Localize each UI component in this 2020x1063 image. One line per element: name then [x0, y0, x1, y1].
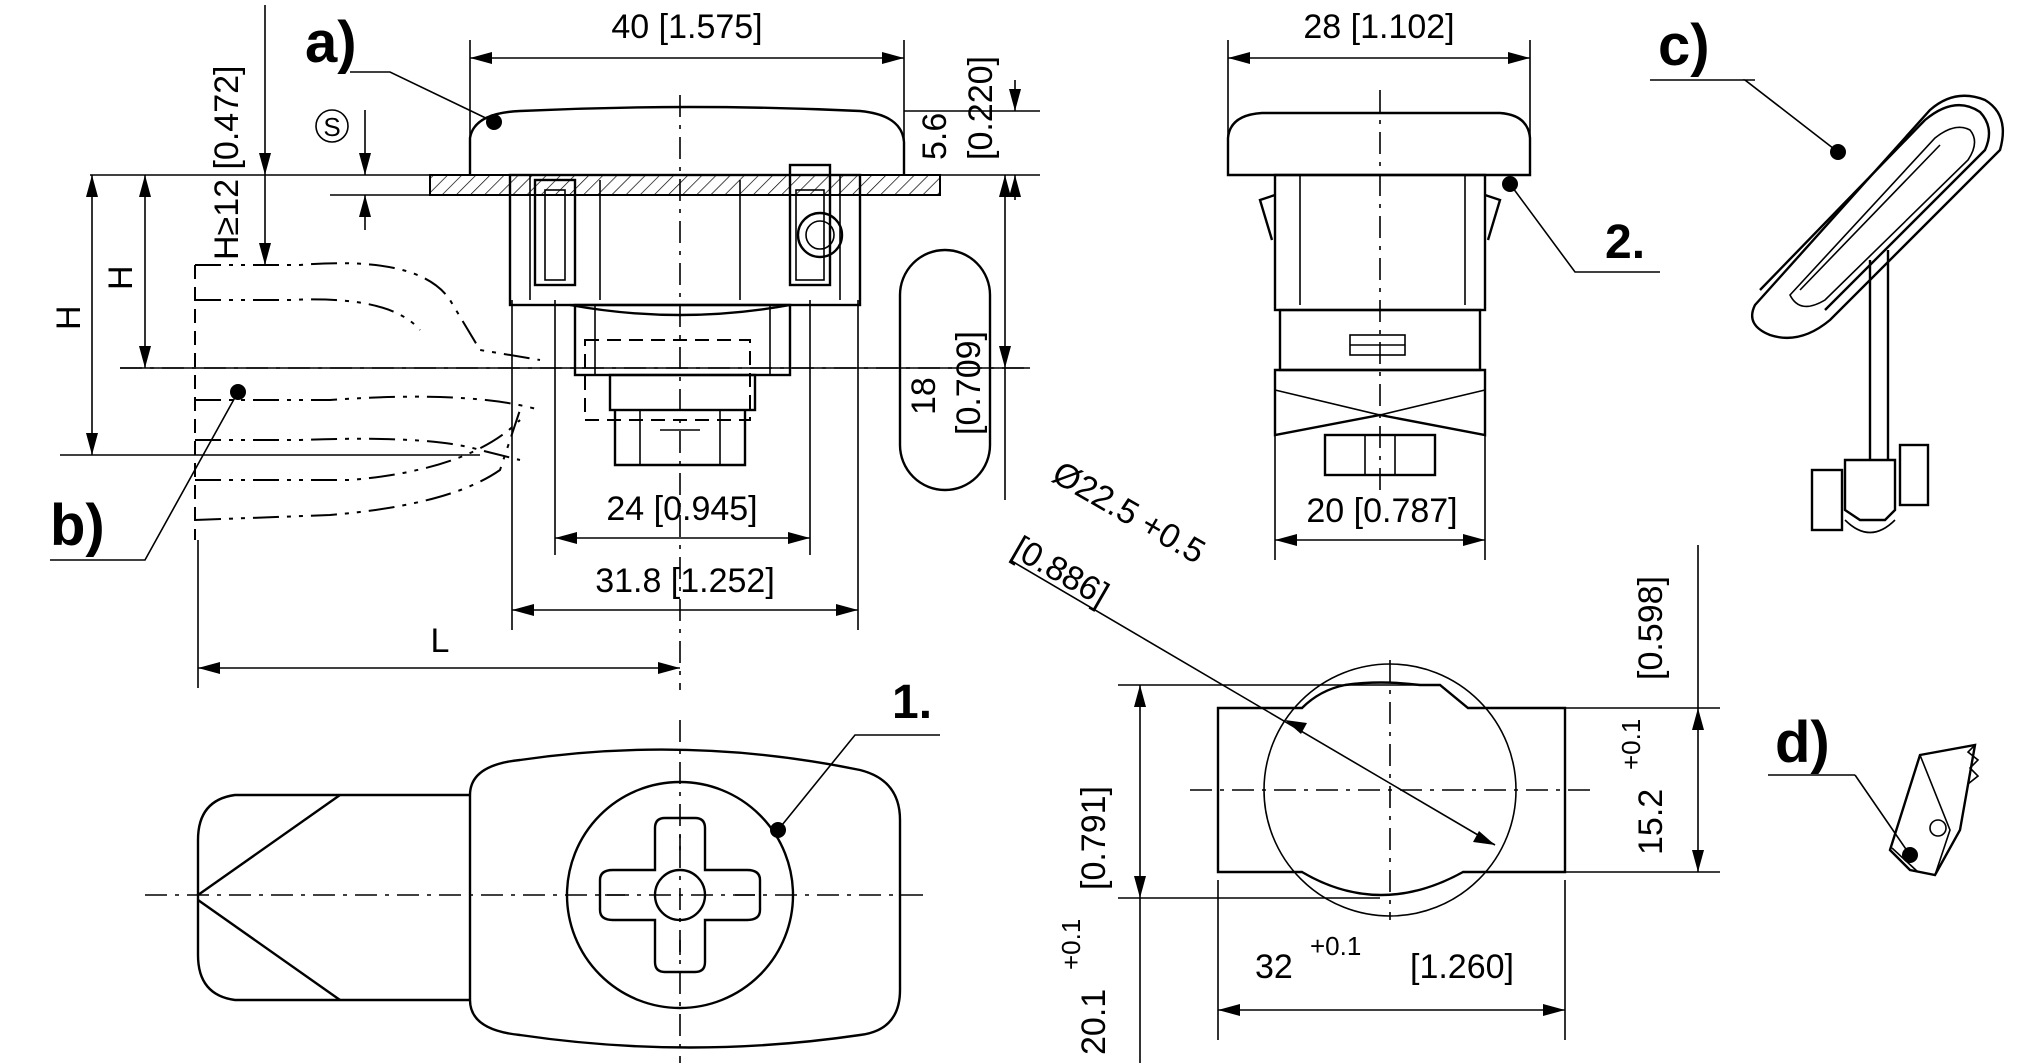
- panel-section: [429, 174, 941, 196]
- dim-h-outer: H: [50, 305, 88, 330]
- dim-32-tol: +0.1: [1310, 931, 1361, 961]
- side-head: [1226, 111, 1532, 177]
- dim-20-1: 20.1: [1075, 989, 1113, 1055]
- cam-phantom-1: [195, 262, 541, 361]
- callout-c: c): [1658, 13, 1710, 78]
- dim-20: 20 [0.787]: [1306, 492, 1457, 530]
- key-accessory: c): [1650, 13, 2005, 534]
- dim-5-6-in: [0.220]: [962, 56, 1000, 160]
- dim-l: L: [431, 622, 450, 660]
- callout-b: b): [50, 493, 105, 558]
- dim-24: 24 [0.945]: [606, 490, 757, 528]
- cam-phantom-2: [195, 395, 541, 411]
- s-symbol: [315, 109, 349, 143]
- dim-h-inner: H: [102, 265, 140, 290]
- dim-15-2-tol: +0.1: [1616, 719, 1646, 770]
- panel-cutout: Ø22.5 +0.5 [0.886] 32 +0.1 [1.260] 20.1 …: [1006, 454, 1720, 1063]
- key-bit: [1843, 458, 1897, 522]
- front-view: 40 [1.575] 5.6 [0.220] 18 [0.709] S H≥12…: [50, 5, 1040, 690]
- key-ring: [1750, 94, 2005, 339]
- dim-width-40: 40 [1.575]: [611, 8, 762, 46]
- slot-outline: [898, 248, 992, 492]
- callout-1: 1.: [892, 676, 932, 729]
- callout-a: a): [305, 10, 357, 75]
- clip-accessory: d): [1768, 710, 1980, 877]
- s-symbol-text: S: [323, 112, 340, 142]
- callout-2: 2.: [1605, 216, 1645, 269]
- dim-28: 28 [1.102]: [1303, 8, 1454, 46]
- dim-32: 32: [1255, 948, 1293, 986]
- side-view: 28 [1.102] 20 [0.787] 2.: [1226, 8, 1660, 560]
- callout-d: d): [1775, 710, 1830, 775]
- dim-15-2-in: [0.598]: [1632, 576, 1670, 680]
- dim-h-min: H≥12 [0.472]: [208, 66, 246, 260]
- dim-15-2: 15.2: [1632, 789, 1670, 855]
- plan-view: 1.: [145, 676, 940, 1063]
- dim-18-in: [0.709]: [950, 331, 988, 435]
- side-cam: [1273, 368, 1487, 437]
- head-plan: [468, 748, 902, 1049]
- cam-lever: [196, 793, 470, 1002]
- dim-diameter-in: [0.886]: [1006, 529, 1115, 614]
- dim-31-8: 31.8 [1.252]: [595, 562, 775, 600]
- cutout-outline: [1216, 681, 1567, 897]
- dim-32-in: [1.260]: [1410, 948, 1514, 986]
- dim-20-1-in: [0.791]: [1075, 786, 1113, 890]
- dim-18: 18: [905, 377, 943, 415]
- dim-20-1-tol: +0.1: [1056, 919, 1086, 970]
- dim-5-6: 5.6: [916, 113, 954, 160]
- lock-head: [468, 105, 906, 175]
- dim-diameter: Ø22.5 +0.5: [1046, 454, 1212, 572]
- cross-recess: [598, 816, 762, 974]
